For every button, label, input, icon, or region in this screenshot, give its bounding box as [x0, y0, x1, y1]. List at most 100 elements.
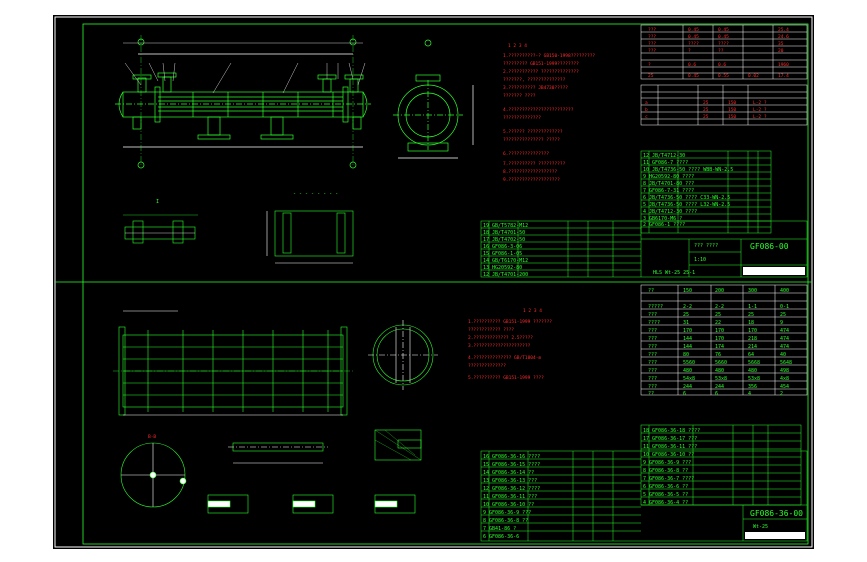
svg-text:0-1: 0-1 [780, 304, 789, 310]
svg-text:2 GF086-1 ????: 2 GF086-1 ???? [643, 222, 685, 228]
svg-text:170: 170 [715, 328, 724, 334]
drawing-number-sheet1: GF086-00 [750, 242, 789, 251]
svg-text:7.?????????? ??????????: 7.?????????? ?????????? [503, 161, 566, 167]
svg-text:8 GF086-36-8 ??: 8 GF086-36-8 ?? [483, 518, 528, 524]
svg-text:4x8: 4x8 [780, 376, 789, 382]
svg-text:10 GF086-36-10 ??: 10 GF086-36-10 ?? [643, 452, 694, 458]
svg-text:14 GF086-36-14 ??: 14 GF086-36-14 ?? [483, 470, 534, 476]
drawing-number-sheet2: GF086-36-00 [750, 509, 803, 518]
design-data-table [640, 24, 808, 80]
svg-text:1960: 1960 [778, 62, 789, 68]
svg-text:?: ? [648, 62, 651, 68]
baffle-detail-view [120, 442, 187, 508]
designer-label: ??? ???? [694, 243, 718, 249]
svg-text:3.?????????????????????: 3.????????????????????? [468, 343, 531, 349]
section-label: - - - - - - - - [293, 191, 338, 197]
svg-text:7 GF086-7-31 ????: 7 GF086-7-31 ???? [643, 188, 694, 194]
svg-text:18: 18 [748, 320, 754, 326]
detail-label: I [156, 199, 159, 205]
svg-text:???: ??? [648, 312, 657, 318]
svg-text:5.?????????? GB151-1999 ????: 5.?????????? GB151-1999 ???? [468, 375, 544, 381]
svg-text:19 GB/T5782-M12: 19 GB/T5782-M12 [483, 223, 528, 229]
svg-text:18 GF086-36-18 ????: 18 GF086-36-18 ???? [643, 428, 700, 434]
title-row-sheet1: HLS Wt-25 25-1 [653, 270, 695, 276]
technical-notes-sheet1: 1 2 3 4 1.??????????-? GB150-1998???????… [503, 43, 595, 183]
svg-text:10 JB/T4736-50 ???? WBB-WN-2.5: 10 JB/T4736-50 ???? WBB-WN-2.5 [643, 167, 733, 173]
svg-text:1.??????????-? GB150-1998????: 1.??????????-? GB150-1998????????? [503, 53, 595, 59]
svg-text:400: 400 [780, 288, 789, 294]
svg-text:??????? ????: ??????? ???? [503, 93, 536, 99]
technical-notes-sheet2: 1 2 3 4 1.?????????? GB151-1999 ??????? … [468, 308, 552, 381]
svg-text:17 GF086-36-17 ???: 17 GF086-36-17 ??? [643, 436, 697, 442]
svg-text:10 GF086-36-10 ??: 10 GF086-36-10 ?? [483, 502, 534, 508]
svg-text:9 HG20592-80 ????: 9 HG20592-80 ???? [643, 174, 694, 180]
svg-text:76: 76 [715, 352, 721, 358]
svg-text:5 GF086-36-5 ??: 5 GF086-36-5 ?? [643, 492, 688, 498]
svg-text:0.45: 0.45 [688, 73, 699, 79]
svg-text:244: 244 [683, 384, 692, 390]
svg-text:0.6: 0.6 [688, 62, 696, 68]
svg-text:170: 170 [715, 336, 724, 342]
svg-text:2: 2 [780, 391, 783, 397]
svg-text:???: ??? [648, 27, 656, 33]
svg-text:144: 144 [683, 344, 692, 350]
balloon-callouts [124, 62, 366, 94]
svg-text:???: ??? [648, 48, 656, 54]
nozzle-table [640, 84, 808, 126]
svg-text:480: 480 [683, 368, 692, 374]
svg-text:214: 214 [748, 344, 757, 350]
svg-text:6 JB/T4736-50 ???? C33-WN-2.5: 6 JB/T4736-50 ???? C33-WN-2.5 [643, 195, 730, 201]
cad-drawing: I - - - - - - - - 1 2 3 4 1.??????????-?… [54, 16, 813, 548]
svg-text:170: 170 [683, 328, 692, 334]
svg-text:474: 474 [780, 336, 789, 342]
svg-text:150: 150 [728, 100, 736, 106]
weld-detail-view [374, 429, 422, 461]
svg-text:7 GF086-36-7 ????: 7 GF086-36-7 ???? [643, 476, 694, 482]
svg-text:15 GF086-1-05: 15 GF086-1-05 [483, 251, 522, 257]
svg-text:11 GF086-36-11 ???: 11 GF086-36-11 ??? [643, 444, 697, 450]
svg-text:4.????????????????????????: 4.???????????????????????? [503, 107, 574, 113]
svg-text:6.???????????????: 6.??????????????? [503, 151, 549, 157]
tie-rod-view [228, 442, 328, 464]
svg-text:4.?????????????? GB/T1804-m: 4.?????????????? GB/T1804-m [468, 355, 541, 361]
svg-text:?: ? [688, 48, 691, 54]
svg-text:???: ??? [648, 344, 657, 350]
svg-text:???: ??? [648, 360, 657, 366]
svg-text:0.55: 0.55 [718, 73, 729, 79]
svg-text:0.45: 0.45 [688, 34, 699, 40]
svg-text:???: ??? [648, 328, 657, 334]
svg-text:300: 300 [748, 288, 757, 294]
svg-text:170: 170 [748, 328, 757, 334]
company-stamp-sheet2 [745, 532, 805, 539]
svg-text:4: 4 [748, 391, 751, 397]
svg-text:480: 480 [715, 368, 724, 374]
svg-text:????: ???? [648, 320, 660, 326]
company-stamp-sheet1 [743, 267, 805, 275]
svg-text:498: 498 [780, 368, 789, 374]
svg-text:12 JB/T4701-200: 12 JB/T4701-200 [483, 272, 528, 278]
svg-text:0.45: 0.45 [688, 27, 699, 33]
svg-text:4 GF086-36-4 ??: 4 GF086-36-4 ?? [643, 500, 688, 506]
title-block-sheet2 [480, 450, 808, 542]
svg-text:16 GF086-3-06: 16 GF086-3-06 [483, 244, 522, 250]
svg-text:5660: 5660 [715, 360, 727, 366]
parts-table-sheet2-text: 16 GF086-36-16 ???? 15 GF086-36-15 ???? … [483, 454, 540, 540]
svg-text:25: 25 [683, 312, 689, 318]
svg-text:64: 64 [748, 352, 754, 358]
svg-text:L-2 ?: L-2 ? [753, 114, 767, 120]
svg-text:??: ?? [648, 288, 654, 294]
svg-text:5560: 5560 [683, 360, 695, 366]
svg-text:???????????? ????: ???????????? ???? [468, 327, 514, 333]
svg-text:9 GF086-36-9 ???: 9 GF086-36-9 ??? [483, 510, 531, 516]
saddle-section-view [266, 210, 354, 264]
svg-text:25: 25 [703, 100, 709, 106]
svg-text:b: b [645, 107, 648, 113]
svg-text:????: ???? [718, 41, 729, 47]
svg-text:150: 150 [683, 288, 692, 294]
svg-text:1-1: 1-1 [748, 304, 757, 310]
expansion-details [207, 494, 416, 514]
svg-text:???: ??? [648, 368, 657, 374]
svg-text:31: 31 [683, 320, 689, 326]
